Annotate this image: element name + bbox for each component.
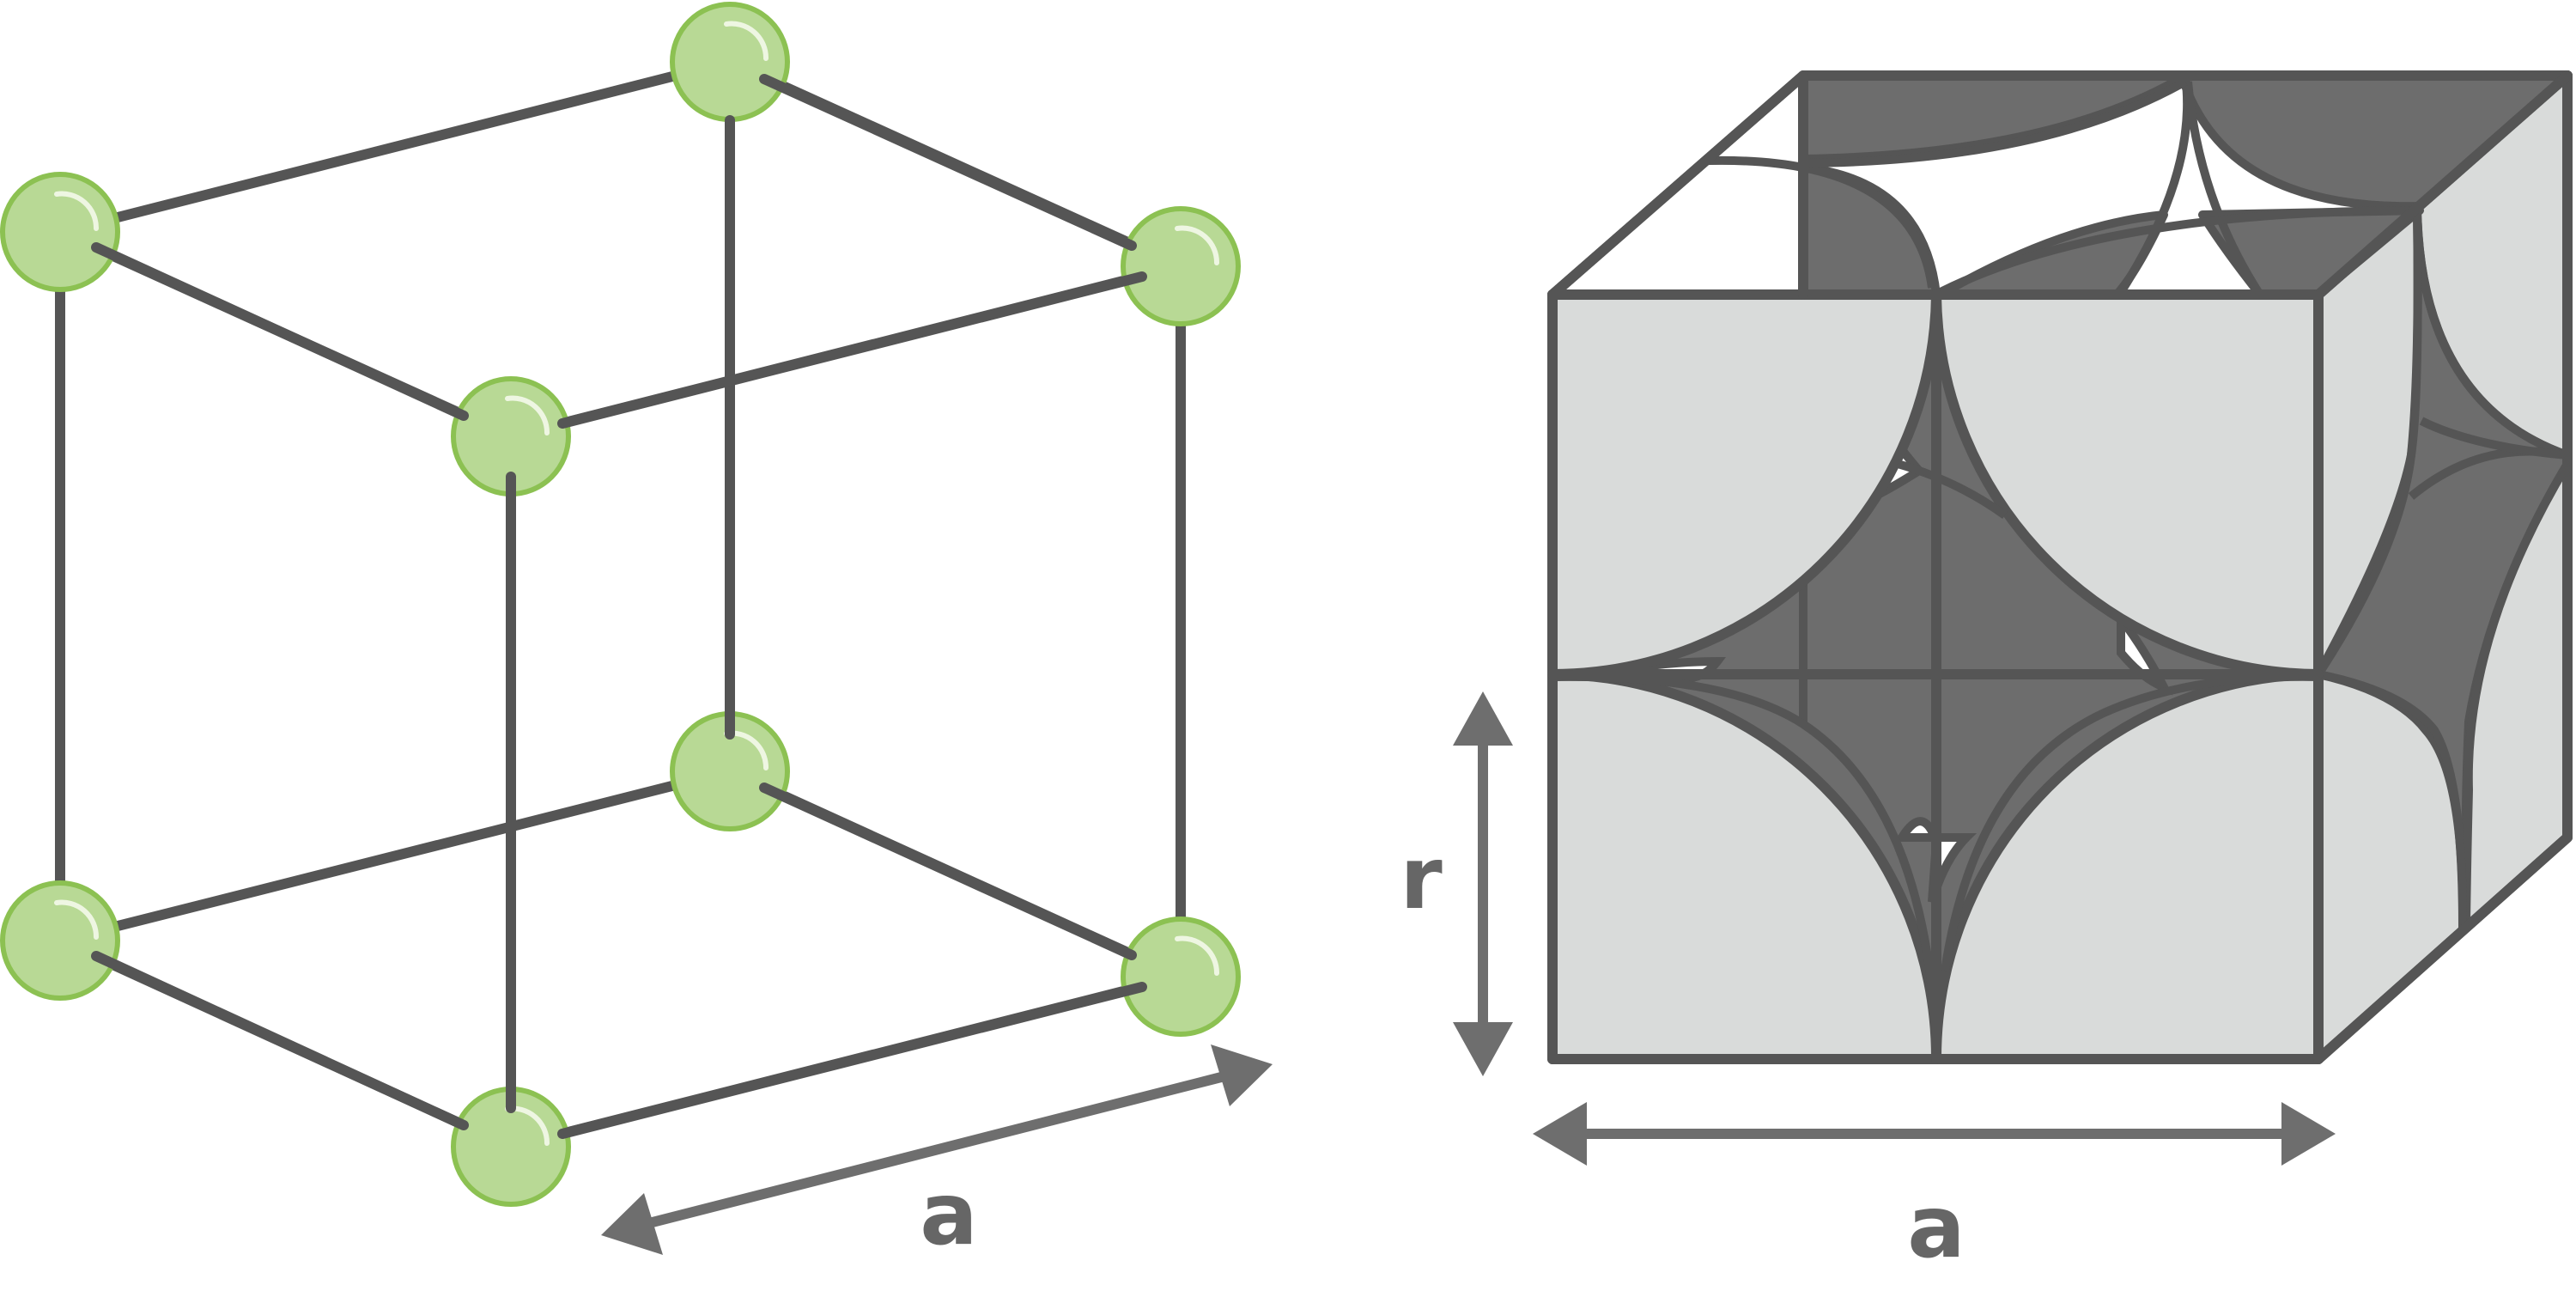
- radius-dimension-arrow: [1453, 691, 1513, 1076]
- lattice-edge: [557, 271, 1147, 429]
- lattice-atom: [1121, 206, 1241, 326]
- back-sphere-curve: [1552, 672, 1941, 1053]
- cube-outline: [1547, 70, 2573, 1064]
- top-void: [2184, 81, 2263, 295]
- lattice-edge: [55, 766, 735, 946]
- lattice-edge: [91, 951, 469, 1130]
- cube-dimension-arrow: [1533, 1102, 2336, 1166]
- lattice-edge: [759, 74, 1137, 251]
- lattice-edge: [557, 982, 1147, 1139]
- front-sphere-top-left: [1547, 289, 1941, 679]
- radius-label: r: [1400, 828, 1443, 929]
- lattice-atom: [670, 2, 790, 122]
- top-void: [1802, 77, 2188, 167]
- right-side-void: [2462, 461, 2572, 924]
- lattice-edge: [55, 57, 735, 237]
- back-sphere-curve: [1941, 672, 2319, 971]
- lattice-dimension-label: a: [920, 1164, 977, 1264]
- lattice-atom: [0, 880, 120, 1001]
- lattice-atom: [0, 172, 120, 292]
- cube-dimension-label: a: [1907, 1177, 1965, 1277]
- lattice-atom: [1121, 916, 1241, 1037]
- unit-cell-spheres: r a: [1400, 70, 2573, 1277]
- right-side-void: [2314, 210, 2422, 677]
- front-sphere-bottom-right: [1930, 669, 2324, 1064]
- top-void: [1938, 206, 2421, 296]
- top-void: [1708, 155, 1936, 289]
- front-sphere-top-right: [1931, 289, 2324, 679]
- simple-cubic-lattice: a: [0, 2, 1273, 1264]
- lattice-dimension-arrow: [601, 1044, 1273, 1255]
- back-sphere-curve: [1896, 460, 2008, 520]
- top-back-sphere: [1799, 71, 2190, 163]
- right-side-void: [2318, 670, 2467, 927]
- lattice-edge: [91, 242, 469, 421]
- right-side-void: [2419, 417, 2568, 460]
- lattice-edge: [759, 783, 1137, 960]
